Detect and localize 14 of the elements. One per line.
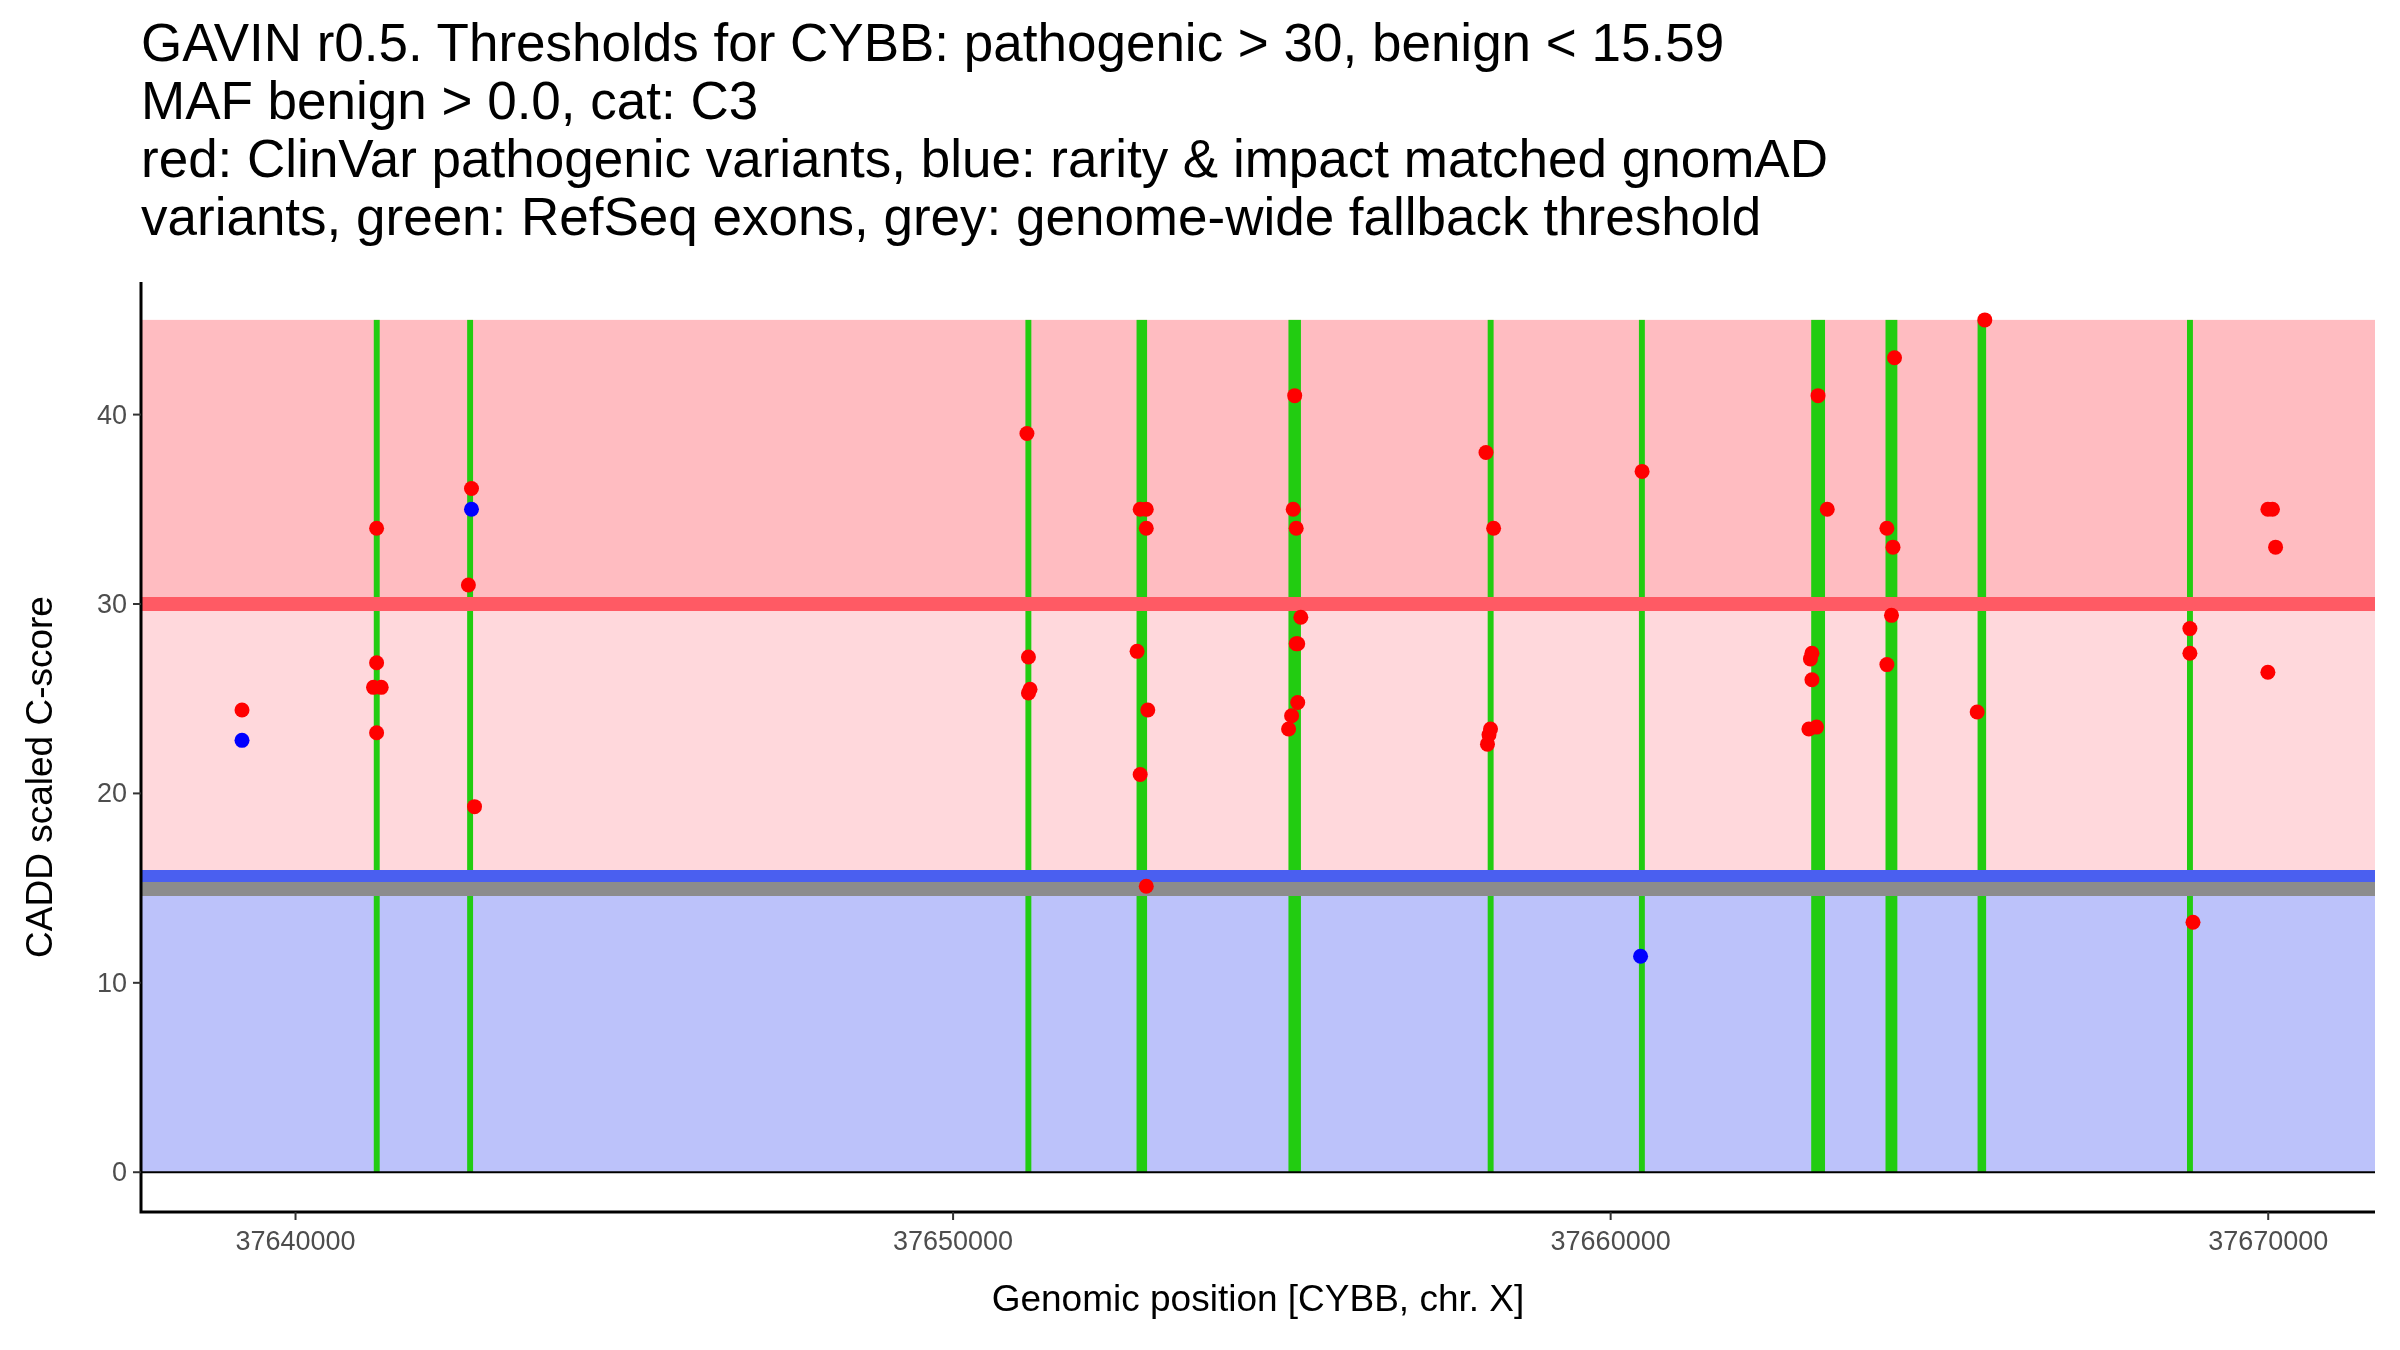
tick-label: 20 [96, 777, 127, 809]
tick-label: 30 [96, 588, 127, 620]
tick-label: 37640000 [235, 1226, 356, 1257]
subtitle: MAF benign > 0.0, cat: C3 [141, 72, 760, 130]
tick-label: 10 [96, 967, 127, 999]
chart-title: GAVIN r0.5. Thresholds for CYBB: pathogenic > 30, benign < 15.59 [141, 14, 1726, 72]
tick-label: 37660000 [1550, 1226, 1671, 1257]
tick-label: 40 [96, 399, 127, 431]
axis-title: Genomic position [CYBB, chr. X] [991, 1278, 1525, 1320]
axis-title: CADD scaled C-score [19, 596, 61, 958]
tick-label: 0 [111, 1156, 127, 1188]
subtitle: red: ClinVar pathogenic variants, blue: rarity & impact matched gnomAD variants, green: RefSeq exons, grey: genome-wide fallback threshold [141, 130, 1829, 246]
tick-label: 37650000 [893, 1226, 1014, 1257]
tick-label: 37670000 [2208, 1226, 2329, 1257]
